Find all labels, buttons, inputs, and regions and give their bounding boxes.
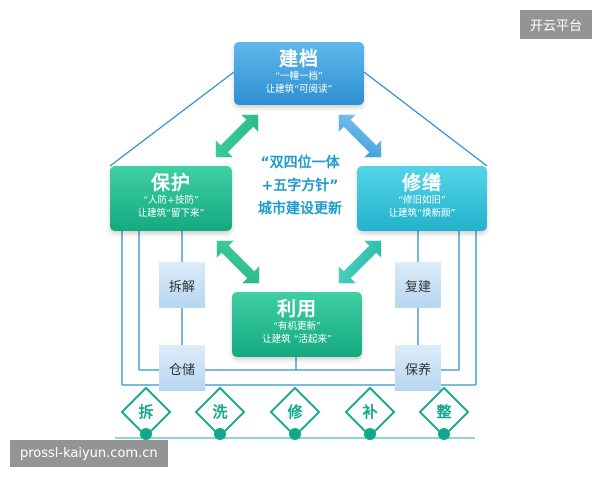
principle-dot-5 [438, 428, 450, 440]
principle-dot-3 [289, 428, 301, 440]
arrow-bottom-right [338, 240, 382, 284]
center-line1: “双四位一体 [260, 155, 340, 171]
principle-label-1: 拆 [138, 403, 154, 421]
arrow-top-left [215, 114, 259, 158]
principle-dot-2 [214, 428, 226, 440]
side-box-maintain: 保养 [395, 345, 441, 391]
principle-label-4: 补 [362, 403, 378, 421]
box-archive-title: 建档 [278, 48, 319, 70]
principle-label-3: 修 [287, 403, 303, 421]
watermark-bottom-left: prossl-kaiyun.com.cn [10, 440, 168, 467]
principle-dot-1 [140, 428, 152, 440]
side-box-storage: 仓储 [159, 345, 205, 391]
box-archive-sub1: “一幢一档” [275, 71, 323, 82]
box-utilize-sub2: 让建筑 “活起来” [262, 334, 332, 345]
watermark-top-right: 开云平台 [519, 10, 592, 39]
center-line2: +五字方针” [261, 178, 339, 194]
principle-dot-4 [364, 428, 376, 440]
box-archive: 建档 “一幢一档” 让建筑“可阅读” [234, 42, 364, 105]
box-repair-sub1: “修旧如旧” [398, 195, 446, 206]
box-protect-sub2: 让建筑“留下来” [137, 208, 205, 219]
arrow-top-right [338, 114, 382, 158]
arrow-bottom-left [216, 240, 260, 284]
box-repair: 修缮 “修旧如旧” 让建筑“焕新颜” [357, 166, 487, 231]
box-repair-title: 修缮 [401, 172, 442, 194]
box-protect-title: 保护 [150, 172, 191, 194]
box-utilize: 利用 “有机更新” 让建筑 “活起来” [232, 292, 362, 357]
center-line3: 城市建设更新 [258, 201, 342, 217]
principle-label-2: 洗 [212, 403, 228, 421]
box-utilize-sub1: “有机更新” [273, 321, 321, 332]
box-utilize-title: 利用 [276, 298, 317, 320]
box-protect-sub1: “人防+技防” [143, 195, 199, 206]
side-box-rebuild: 复建 [395, 262, 441, 308]
principle-label-5: 整 [436, 403, 452, 421]
box-archive-sub2: 让建筑“可阅读” [265, 84, 333, 95]
center-slogan: “双四位一体 +五字方针” 城市建设更新 [245, 152, 355, 221]
side-box-dismantle: 拆解 [159, 262, 205, 308]
box-protect: 保护 “人防+技防” 让建筑“留下来” [110, 166, 232, 231]
box-repair-sub2: 让建筑“焕新颜” [388, 208, 456, 219]
